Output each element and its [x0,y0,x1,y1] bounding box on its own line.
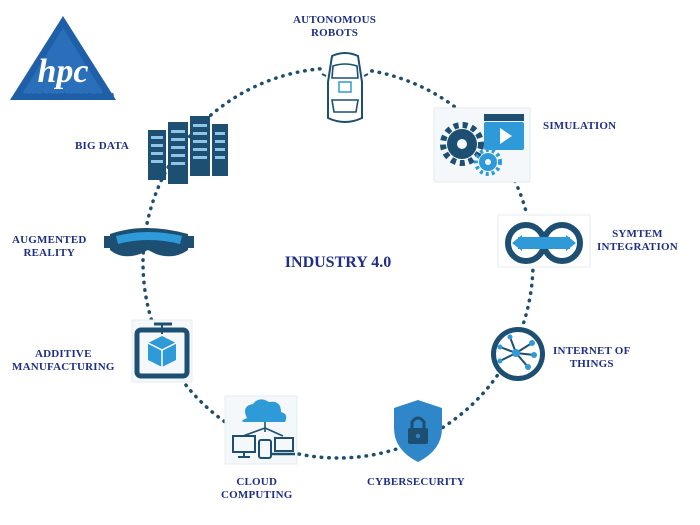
label-simulation: SIMULATION [543,120,617,132]
label-cybersecurity: CYBERSECURITY [367,476,465,488]
shield-lock-icon [394,400,442,462]
cloud-devices-icon [224,395,298,465]
loop-arrows-icon [497,214,591,268]
diagram-title: INDUSTRY 4.0 [284,254,392,271]
3d-printer-icon [131,319,193,383]
car-icon [321,52,369,128]
label-big-data: BIG DATA [75,140,130,152]
company-logo: hpc [8,14,118,106]
gears-clapperboard-icon [433,107,531,183]
logo-url: www.haophuong.com [16,90,115,101]
logo-mark: hpc [38,53,89,90]
network-icon [491,327,545,381]
vr-headset-icon [104,228,194,257]
server-rack-icon [148,116,228,184]
triangle-logo-icon: hpc [10,16,116,100]
